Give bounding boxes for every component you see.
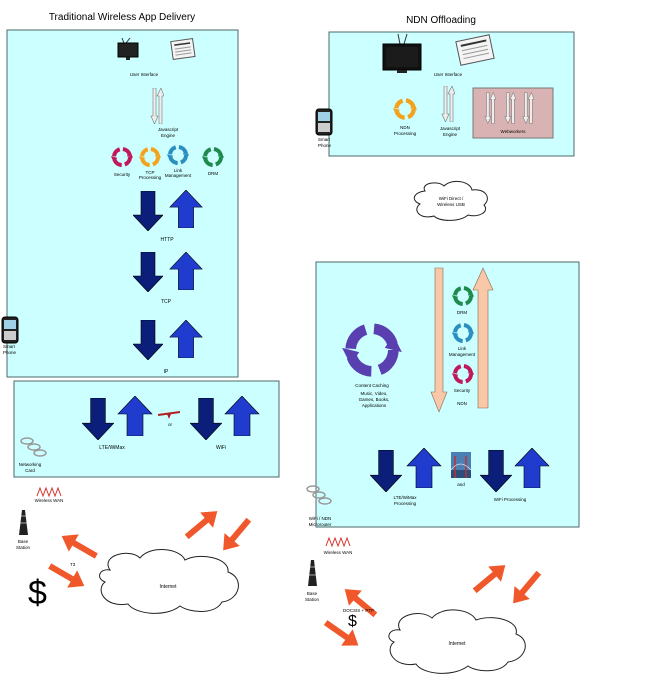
right-tv-icon [382,33,422,73]
smartphone-icon [1,316,19,344]
microrouter-label-1: WiFi / NDN [309,516,332,521]
wifi-direct-label-1: WiFi Direct / [439,196,464,201]
ndn-down-arrow [430,267,448,413]
wifi-processing-label: WiFi Processing [494,497,527,502]
right-lte-label-2: Processing [394,501,417,506]
left-link-mgmt-label-1: Link [174,168,183,173]
right-ndn-processing-label-2: Processing [394,131,417,136]
left-base-station-label-1: Base [18,539,29,544]
right-smartphone-label-2: Phone [318,143,332,148]
or-label: or [168,422,173,427]
left-internet-label: Internet [160,584,178,590]
ip-label: IP [164,369,169,375]
tv-icon [117,37,139,60]
ndn-up-arrow [472,267,494,409]
right-cloud-arrow-down [505,566,547,610]
left-tcp-processing-label-1: TCP [146,170,155,175]
ndn-label: NDN [457,401,467,406]
right-security-label: Security [454,388,471,393]
microrouter-icon [306,485,332,505]
right-user-interface-label: User Interface [434,72,463,77]
lte-wimax-label: LTE/WiMax [99,445,125,451]
right-base-station-icon [308,560,317,586]
right-cloud-arrow-up [468,557,512,599]
right-drm-label: DRM [457,310,467,315]
left-js-engine-label-1: Javascript [158,127,179,132]
wifi-direct-cloud [413,180,488,221]
right-wireless-wan-label: Wireless WAN [324,550,353,555]
right-internet-label: Internet [449,641,467,647]
left-smartphone-label-2: Phone [3,350,17,355]
networking-card-icon [20,437,47,457]
left-dollar-sign: $ [28,574,47,612]
left-cloud-arrow-down [215,513,257,557]
left-base-station-label-2: Station [16,545,31,550]
bridge-image-icon [450,452,472,478]
right-base-station-label-2: Station [305,597,320,602]
right-link-mgmt-label-1: Link [458,346,467,351]
seesaw-icon [157,411,181,419]
left-cloud-arrow-up [180,503,224,545]
right-newspaper-icon [455,34,495,66]
content-types-label-3: Applications [362,403,387,408]
wifi-label: WiFi [216,445,226,451]
right-js-engine-label-1: Javascript [440,126,461,131]
left-stack-panel [6,29,239,378]
left-orange-arrow-down [44,557,90,595]
t3-label: T3 [70,562,76,567]
right-smartphone-icon [315,108,333,136]
right-lte-label-1: LTE/WiMax [394,495,418,500]
right-base-station-label-1: Base [307,591,318,596]
right-link-mgmt-label-2: Management [449,352,476,357]
right-internet-cloud [388,609,526,674]
left-orange-arrow-up [56,527,102,565]
microrouter-label-2: Microrouter [309,522,332,527]
right-orange-arrow-up [338,581,382,623]
left-networking-card-label-1: Networking [19,462,42,467]
tcp-label: TCP [161,299,172,305]
right-ndn-processing-label-1: NDN [400,125,410,130]
left-networking-card-label-2: Card [25,468,35,473]
right-dollar-sign: $ [348,613,357,630]
left-wireless-wan-wave-icon [36,486,62,498]
left-smartphone-label-1: Smart [3,344,16,349]
wifi-direct-label-2: Wireless USB [437,202,465,207]
left-tcp-processing-label-2: Processing [139,175,162,180]
left-js-engine-label-2: Engine [161,133,176,138]
docsis-label: DOCSIS + PTP [343,608,374,613]
left-security-label: Security [114,172,131,177]
left-user-interface-label: User Interface [130,72,159,77]
newspaper-icon [170,38,196,61]
left-internet-cloud [99,549,239,614]
right-js-engine-label-2: Engine [443,132,458,137]
right-orange-arrow-down [319,614,365,654]
and-label: and [457,482,465,487]
content-caching-label: Content Caching [355,383,389,388]
content-types-label-1: Music, Video, [361,391,388,396]
right-title: NDN Offloading [406,15,476,26]
left-wireless-wan-label: Wireless WAN [35,498,64,503]
left-title: Traditional Wireless App Delivery [49,12,195,23]
right-smartphone-label-1: Smart [318,137,331,142]
right-wireless-wan-wave-icon [325,536,351,548]
left-link-mgmt-label-2: Management [165,173,192,178]
left-base-station-icon [19,510,28,535]
left-drm-label: DRM [208,171,218,176]
http-label: HTTP [160,237,174,243]
content-types-label-2: Games, Books, [359,397,390,402]
webworkers-label: Webworkers [501,129,527,134]
